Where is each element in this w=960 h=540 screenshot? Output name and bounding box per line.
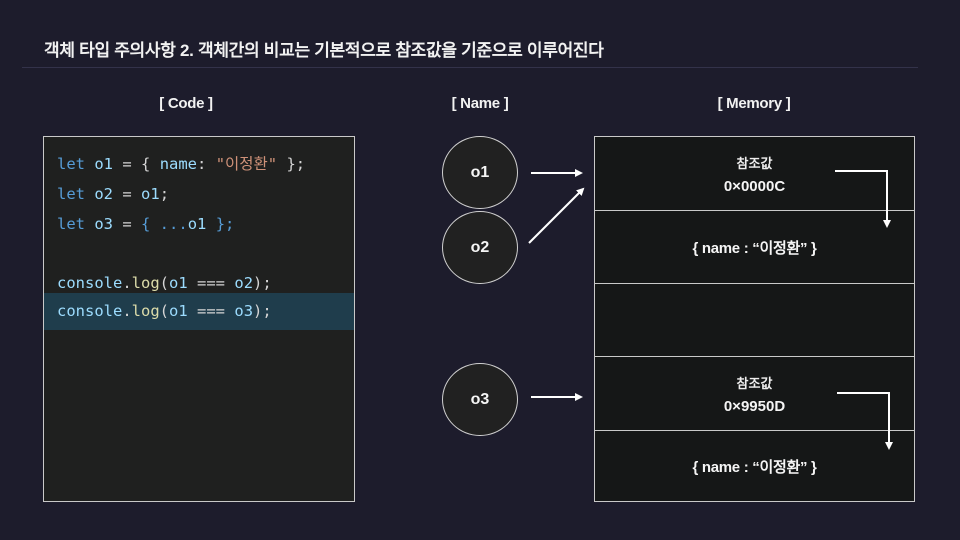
code-line-5: console.log(o1 === o2); (44, 268, 354, 298)
code-token: console (57, 302, 123, 320)
memory-cell-object-2: { name : “이정환” } (595, 431, 914, 501)
name-node-o3: o3 (442, 363, 518, 436)
code-token: name (159, 155, 198, 173)
title-divider (22, 67, 918, 68)
code-line-3: let o3 = { ...o1 }; (44, 209, 354, 239)
code-token: let (57, 215, 85, 233)
code-token: o1 (94, 155, 114, 173)
code-token: ; (159, 185, 170, 203)
code-editor: let o1 = { name: "이정환" }; let o2 = o1; l… (43, 136, 355, 502)
code-token: o3 (234, 302, 254, 320)
code-token: ); (253, 302, 272, 320)
object-value: { name : “이정환” } (692, 239, 817, 257)
name-node-label: o3 (470, 390, 490, 408)
code-token: { ... (141, 215, 188, 233)
code-token: . (122, 274, 132, 292)
object-value: { name : “이정환” } (692, 458, 817, 476)
name-column-label: [ Name ] (451, 95, 509, 112)
memory-cell-empty (595, 284, 914, 357)
memory-table: 참조값 0×0000C { name : “이정환” } 참조값 0×9950D… (594, 136, 915, 502)
code-token: o2 (234, 274, 254, 292)
code-token (85, 185, 94, 203)
code-token: let (57, 185, 85, 203)
code-token: o3 (94, 215, 114, 233)
code-token: ); (253, 274, 272, 292)
name-node-label: o2 (470, 238, 490, 256)
code-token: o1 (187, 215, 207, 233)
code-token: o1 (169, 274, 188, 292)
code-token: o1 (141, 185, 160, 203)
code-token: let (57, 155, 85, 173)
name-node-o2: o2 (442, 211, 518, 284)
code-token: o1 (169, 302, 188, 320)
code-token: log (131, 274, 160, 292)
code-line-2: let o2 = o1; (44, 179, 354, 209)
code-token: = { (113, 155, 160, 173)
name-node-o1: o1 (442, 136, 518, 209)
code-line-6-highlighted: console.log(o1 === o3); (44, 293, 354, 330)
ref-label: 참조값 (736, 375, 773, 391)
ref-address: 0×9950D (723, 397, 786, 415)
code-token: = (113, 215, 142, 233)
code-line-1: let o1 = { name: "이정환" }; (44, 149, 354, 179)
code-column-label: [ Code ] (159, 95, 213, 112)
name-node-label: o1 (470, 163, 490, 181)
code-token: "이정환" (215, 155, 278, 173)
arrow-o2-to-ref1 (528, 187, 585, 244)
ref-label: 참조값 (736, 155, 773, 171)
code-token: }; (206, 215, 235, 233)
code-token (85, 155, 94, 173)
code-token: = (113, 185, 142, 203)
code-token: log (131, 302, 160, 320)
memory-cell-object-1: { name : “이정환” } (595, 211, 914, 284)
memory-cell-ref-1: 참조값 0×0000C (595, 137, 914, 211)
memory-cell-ref-2: 참조값 0×9950D (595, 357, 914, 431)
code-token: : (197, 155, 216, 173)
slide-title: 객체 타입 주의사항 2. 객체간의 비교는 기본적으로 참조값을 기준으로 이… (44, 41, 604, 60)
code-token: console (57, 274, 123, 292)
code-token: . (122, 302, 132, 320)
code-token: }; (277, 155, 306, 173)
code-token: ( (159, 274, 170, 292)
code-token: === (187, 302, 235, 320)
code-token: === (187, 274, 235, 292)
code-token (85, 215, 94, 233)
code-token: ( (159, 302, 170, 320)
memory-column-label: [ Memory ] (717, 95, 791, 112)
code-line-4 (44, 239, 354, 269)
code-token: o2 (94, 185, 114, 203)
ref-address: 0×0000C (723, 177, 786, 195)
